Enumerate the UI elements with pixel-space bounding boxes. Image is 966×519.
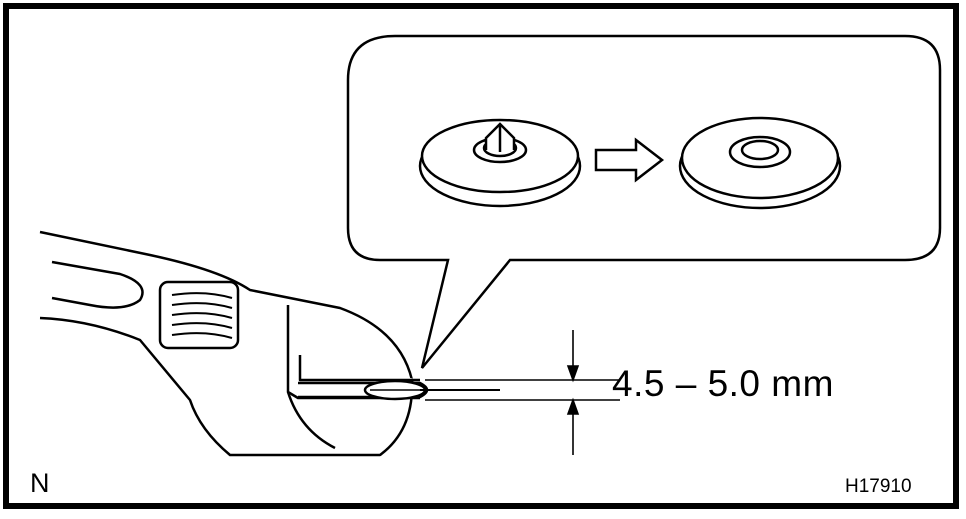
hollow-right-arrow-icon xyxy=(594,137,665,183)
dimension-label: 4.5 – 5.0 mm xyxy=(612,363,834,404)
dimension-marker xyxy=(425,330,620,455)
adjustable-wrench-icon xyxy=(39,230,420,457)
figure-code: H17910 xyxy=(845,476,912,497)
clip-with-pin-icon xyxy=(418,118,582,208)
corner-letter: N xyxy=(30,468,50,498)
clip-flattened-icon xyxy=(678,116,842,210)
clip-side-view xyxy=(298,379,500,401)
